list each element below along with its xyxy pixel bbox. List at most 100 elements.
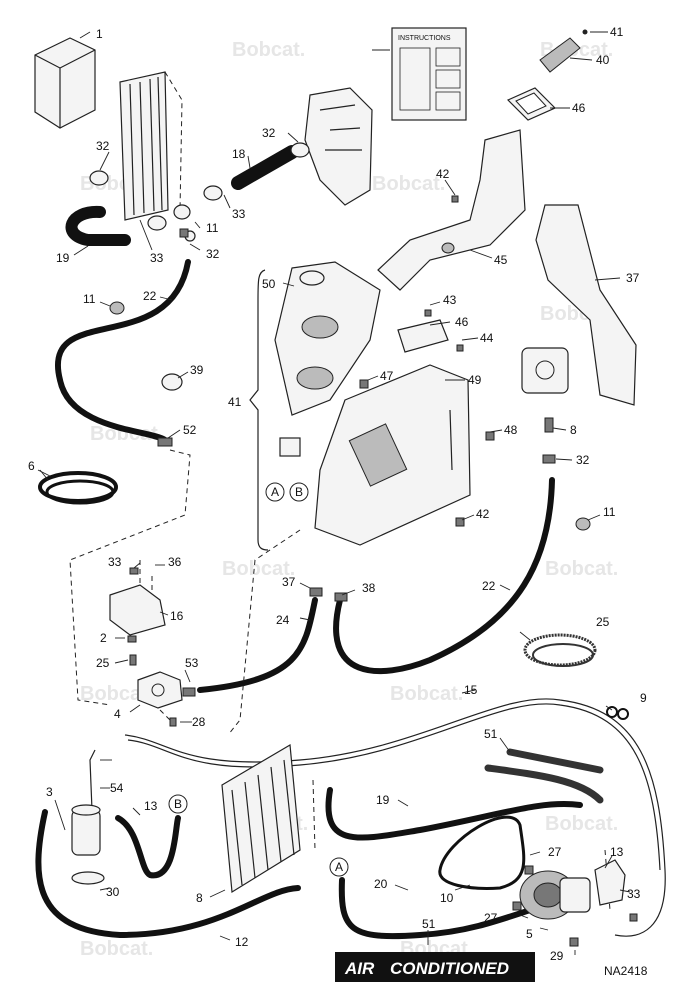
marker-A: A	[329, 857, 349, 877]
clamps	[89, 142, 310, 242]
hose-16	[124, 698, 666, 937]
callout: 37	[282, 575, 296, 589]
marker-B-label: B	[295, 485, 303, 499]
marker-A-label: A	[335, 860, 343, 874]
callout: 46	[455, 315, 469, 329]
callout: 16	[170, 609, 184, 623]
part-bracket-15	[594, 859, 626, 906]
hose-23	[55, 259, 191, 443]
callout: 47	[380, 369, 394, 383]
part-clamp-37	[161, 373, 183, 391]
watermark: Bobcat.	[80, 683, 153, 705]
part-compressor	[519, 870, 591, 920]
part-tank-48	[274, 261, 381, 416]
hose-22	[333, 477, 555, 675]
part-panel-35	[535, 204, 637, 406]
callout: 4	[114, 707, 121, 721]
banner-word-2: CONDITIONED	[390, 959, 509, 978]
callout: 51	[422, 917, 436, 931]
callout: 2	[100, 631, 107, 645]
callout: 30	[106, 885, 120, 899]
callout: 42	[476, 507, 490, 521]
air-conditioned-banner: AIR CONDITIONED	[335, 952, 535, 982]
watermark: Bobcat.	[372, 173, 445, 195]
part-frame-44	[506, 87, 557, 121]
callout: 50	[262, 277, 276, 291]
callout: 13	[144, 799, 158, 813]
callout: 19	[56, 251, 70, 265]
callout: 11	[206, 221, 219, 235]
callout: 37	[626, 271, 640, 285]
instructions-title: INSTRUCTIONS	[398, 35, 451, 42]
callout: 10	[440, 891, 454, 905]
callout: 36	[168, 555, 182, 569]
callout: 39	[190, 363, 204, 377]
callout: 32	[262, 126, 276, 140]
callout: 5	[526, 927, 533, 941]
marker-B: B	[168, 794, 188, 814]
callout: 48	[504, 423, 518, 437]
callout: 49	[468, 373, 482, 387]
callout: 22	[482, 579, 496, 593]
callout: 51	[484, 727, 498, 741]
marker-B: B	[289, 482, 309, 502]
callout: 54	[110, 781, 124, 795]
part-valve-4	[137, 671, 183, 709]
callout: 32	[206, 247, 220, 261]
callout: 41	[228, 395, 242, 409]
banner-word-1: AIR	[344, 959, 375, 978]
watermark: Bobcat.	[545, 558, 618, 580]
hose-13	[35, 809, 301, 939]
part-housing-47	[314, 364, 471, 546]
instructions-sheet: INSTRUCTIONS	[391, 27, 467, 121]
watermark: Bobcat.	[390, 683, 463, 705]
marker-A-label: A	[271, 485, 279, 499]
callout: 33	[108, 555, 122, 569]
hose-14	[115, 815, 181, 879]
part-hose-coil	[38, 471, 118, 505]
part-duct-43	[377, 129, 526, 291]
callout: 41	[610, 25, 624, 39]
grommets	[109, 301, 591, 531]
fittings	[127, 195, 638, 947]
callout: 20	[374, 877, 388, 891]
callout: 33	[627, 887, 641, 901]
hose-49	[484, 748, 604, 804]
connection-markers: A B A B	[168, 482, 349, 877]
callout: 33	[232, 207, 246, 221]
callout: 42	[436, 167, 450, 181]
watermark: Bobcat.	[80, 938, 153, 960]
watermark: Bobcat.	[222, 558, 295, 580]
marker-B-label: B	[174, 797, 182, 811]
callout: 1	[96, 27, 103, 41]
callout: 46	[572, 101, 586, 115]
part-bracket-17	[109, 584, 166, 636]
callout: 18	[232, 147, 246, 161]
callout: 12	[235, 935, 249, 949]
callout: 22	[143, 289, 157, 303]
callout: 19	[376, 793, 390, 807]
part-heater-valve	[304, 87, 373, 206]
part-hose-coil-25	[523, 633, 597, 667]
callouts: 1 32 32 18 33 11 32 19 33 22 11 39 52 6 …	[28, 25, 647, 963]
hose-19	[65, 205, 131, 246]
part-orings	[606, 706, 629, 720]
callout: 8	[570, 423, 577, 437]
part-plate-45	[397, 319, 449, 353]
part-actuator	[279, 347, 569, 457]
figure-code: NA2418	[604, 964, 648, 978]
part-evaporator-core	[119, 71, 183, 221]
part-filter-38	[539, 29, 588, 73]
callout: 45	[494, 253, 508, 267]
group-bracket-39	[249, 269, 269, 551]
callout: 38	[362, 581, 376, 595]
callout: 13	[610, 845, 624, 859]
callout: 43	[443, 293, 457, 307]
callout: 52	[183, 423, 197, 437]
hose-24	[197, 597, 318, 693]
callout: 24	[276, 613, 290, 627]
hose-21	[338, 877, 563, 940]
part-box	[34, 37, 96, 129]
watermark: Bobcat.	[90, 423, 163, 445]
